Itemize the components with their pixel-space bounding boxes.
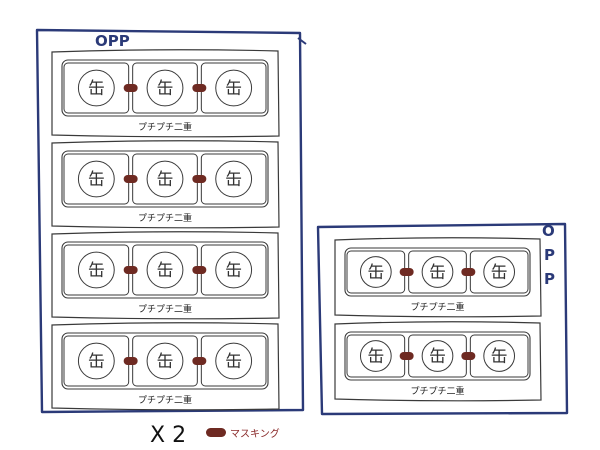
right-bag-outline [316,222,569,416]
can-label: 缶 [367,347,384,367]
masking-tape-strip [123,84,138,92]
left-bag-label: OPP [95,32,130,50]
can-label: 缶 [88,170,105,190]
masking-tape-strip [192,357,207,365]
can-label: 缶 [88,352,105,372]
left-bag-outline [35,28,305,414]
can-circle [421,256,454,288]
can-circle [483,256,516,288]
can-label: 缶 [225,170,242,190]
can-circle [146,160,184,198]
left-bag-multiplier: X 2 [150,423,186,448]
can-circle [146,69,184,107]
can-label: 缶 [157,352,174,372]
masking-tape-strip [123,175,138,183]
can-circle [215,342,253,380]
bubble-wrap-outer [334,237,542,318]
can-circle [215,251,253,289]
can-label: 缶 [491,347,508,367]
can-circle [77,251,115,289]
left-opp-bag: OPP 缶缶缶プチプチ二重缶缶缶プチプチ二重缶缶缶プチプチ二重缶缶缶プチプチ二重 [35,28,307,414]
can-label: 缶 [157,170,174,190]
bubble-wrap-label: プチプチ二重 [138,212,192,224]
bubble-wrap-outer [51,140,280,229]
can-circle [215,69,253,107]
masking-tape-strip [123,357,138,365]
can-circle [359,340,392,372]
can-circle [77,342,115,380]
can-circle [77,160,115,198]
bubble-wrap-label: プチプチ二重 [138,394,192,406]
can-circle [483,340,516,372]
can-label: 缶 [429,263,446,283]
can-label: 缶 [157,261,174,281]
can-label: 缶 [225,261,242,281]
right-opp-bag: O P P 缶缶缶プチプチ二重缶缶缶プチプチ二重 [316,222,569,416]
left-pack-list: 缶缶缶プチプチ二重缶缶缶プチプチ二重缶缶缶プチプチ二重缶缶缶プチプチ二重 [51,49,280,411]
masking-tape-strip [192,84,207,92]
masking-tape-strip [399,268,414,276]
bubble-wrap-inner [61,59,269,117]
right-bag-label-o: O [542,222,555,240]
bubble-wrap-inner [61,150,269,208]
can-label: 缶 [88,79,105,99]
can-label: 缶 [367,263,384,283]
bubble-wrap-label: プチプチ二重 [410,301,464,313]
can-circle [146,251,184,289]
can-circle [77,69,115,107]
bubble-wrap-inner [61,332,269,390]
can-label: 缶 [225,352,242,372]
bubble-wrap-outer [51,231,280,320]
can-circle [146,342,184,380]
bubble-wrap-outer [51,322,280,411]
masking-tape-strip [461,352,476,360]
can-label: 缶 [491,263,508,283]
bubble-wrap-label: プチプチ二重 [410,385,464,397]
can-label: 缶 [157,79,174,99]
can-circle [359,256,392,288]
masking-tape-strip [192,175,207,183]
right-bag-label-p2: P [544,270,555,288]
masking-tape-strip [399,352,414,360]
bubble-wrap-inner [344,331,531,381]
bubble-wrap-label: プチプチ二重 [138,303,192,315]
can-label: 缶 [225,79,242,99]
bubble-wrap-inner [344,247,531,297]
bubble-wrap-label: プチプチ二重 [138,121,192,133]
masking-tape-strip [192,266,207,274]
legend: マスキング [206,427,280,440]
can-circle [215,160,253,198]
bubble-wrap-inner [61,241,269,299]
masking-tape-strip [461,268,476,276]
right-pack-list: 缶缶缶プチプチ二重缶缶缶プチプチ二重 [334,237,542,402]
masking-tape-strip [123,266,138,274]
masking-tape-swatch-icon [206,428,226,437]
can-circle [421,340,454,372]
masking-tape-legend-label: マスキング [230,427,280,440]
bubble-wrap-outer [334,321,542,402]
right-bag-label-p1: P [544,246,555,264]
can-label: 缶 [88,261,105,281]
can-label: 缶 [429,347,446,367]
bubble-wrap-outer [51,49,280,138]
